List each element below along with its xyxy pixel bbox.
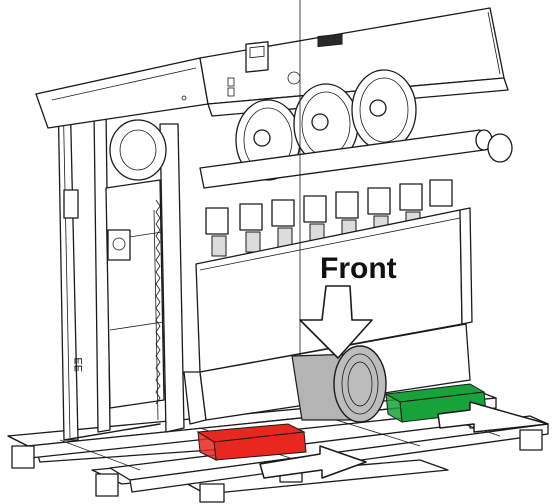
red-block	[196, 423, 307, 461]
front-label: Front	[320, 252, 397, 285]
forklift-arrow-icon	[259, 401, 549, 479]
exhaust-duct	[291, 345, 387, 423]
fan-assembly	[109, 69, 417, 181]
control-panel	[181, 33, 343, 101]
front-arrow-icon	[299, 285, 373, 359]
gas-manifold-pipe	[199, 129, 513, 189]
svg-text:ƎƎ: ƎƎ	[73, 357, 85, 372]
cable-chain	[155, 199, 161, 405]
gas-valves	[205, 179, 453, 257]
